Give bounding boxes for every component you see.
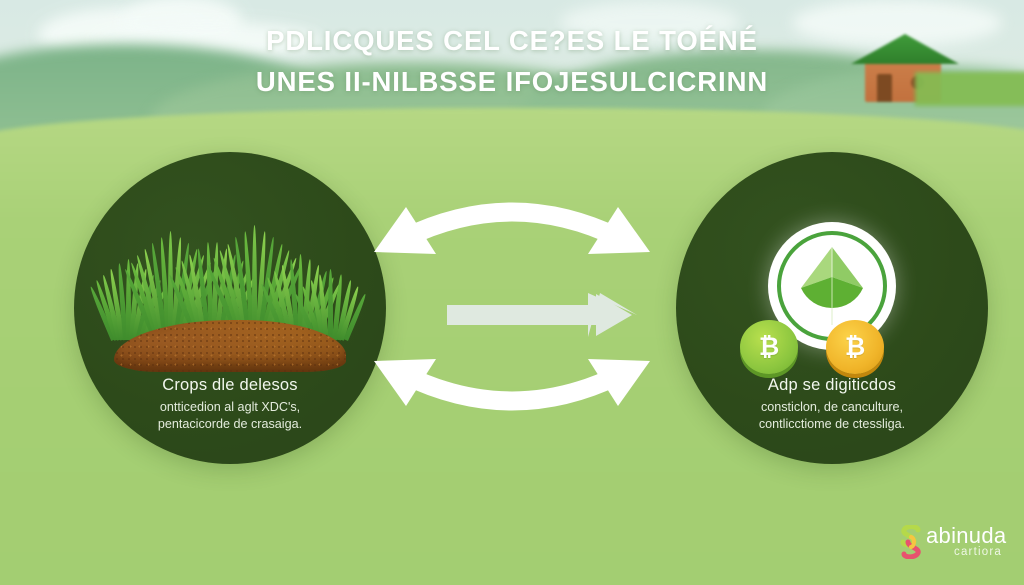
right-caption: Adp se digiticdos consticlon, de cancult… bbox=[694, 376, 970, 433]
yellow-crypto-coin[interactable]: ₿ bbox=[826, 320, 884, 374]
title-line-1: PDLICQUES CEL CE?ES LE TOÉNÉ bbox=[266, 25, 758, 56]
background-crop-field bbox=[915, 72, 1024, 106]
right-caption-body-line-1: consticlon, de canculture, bbox=[760, 400, 904, 414]
crop-blade bbox=[328, 268, 333, 340]
left-caption-body-line-1: ontticedion al aglt XDC's, bbox=[159, 400, 301, 414]
bitcoin-symbol-yellow: ₿ bbox=[844, 332, 866, 361]
left-concept-circle[interactable]: Crops dle delesos ontticedion al aglt XD… bbox=[74, 152, 386, 464]
left-caption: Crops dle delesos ontticedion al aglt XD… bbox=[92, 376, 368, 433]
logo-tagline: cartiora bbox=[954, 546, 1002, 558]
page-title: PDLICQUES CEL CE?ES LE TOÉNÉ UNES II-NIL… bbox=[0, 20, 1024, 102]
bitcoin-symbol-green: ₿ bbox=[758, 332, 780, 361]
logo-wordmark: abinuda bbox=[926, 523, 1007, 548]
left-caption-heading: Crops dle delesos bbox=[162, 376, 298, 394]
crop-blade bbox=[252, 225, 257, 340]
crop-blade bbox=[168, 231, 173, 340]
title-line-2: UNES II-NILBSSE IFOJESULCICRINN bbox=[255, 66, 769, 97]
right-caption-body-line-2: contlicctiome de ctessliga. bbox=[758, 417, 906, 431]
stylized-s-mark-icon bbox=[900, 525, 921, 559]
soil-mound bbox=[114, 320, 346, 372]
green-crypto-coin[interactable]: ₿ bbox=[740, 320, 798, 374]
brand-logo[interactable]: abinuda cartiora bbox=[896, 521, 1014, 569]
cloud-icon bbox=[560, 2, 740, 42]
crop-blade bbox=[298, 254, 303, 340]
crop-blade bbox=[126, 258, 131, 340]
cloud-icon bbox=[792, 0, 1002, 46]
crops-soil-illustration bbox=[88, 214, 368, 374]
right-concept-circle[interactable]: ₿ ₿ Adp se digiticdos consticlon, de can… bbox=[676, 152, 988, 464]
house-door bbox=[877, 74, 892, 102]
right-caption-heading: Adp se digiticdos bbox=[767, 376, 897, 394]
left-caption-body-line-2: pentacicorde de crasaiga. bbox=[157, 417, 303, 431]
